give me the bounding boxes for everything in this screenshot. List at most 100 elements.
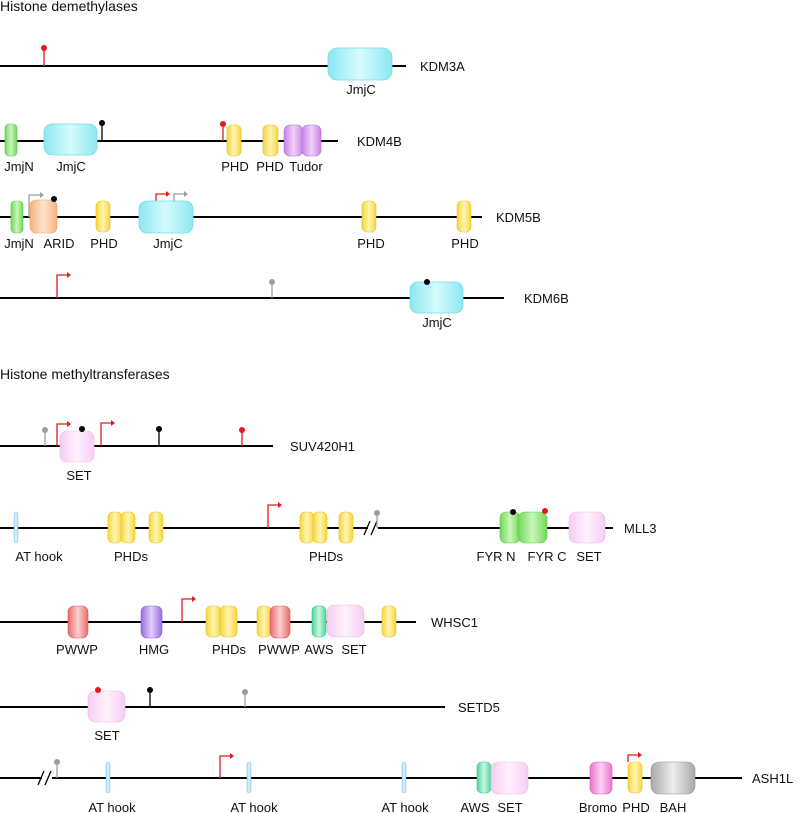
domain-label: SET: [94, 728, 119, 743]
domain-phd: [226, 124, 242, 157]
transcript-arrow-red: [56, 421, 71, 446]
domain-fyr-n: [499, 511, 521, 544]
domain-pwwp: [269, 605, 291, 639]
domain-phd: [381, 605, 397, 638]
domain-phd: [627, 761, 643, 794]
transcript-arrow-red: [155, 191, 170, 201]
gene-name: KDM6B: [524, 291, 569, 306]
domain-label: AWS: [304, 642, 333, 657]
domain-phd: [205, 605, 222, 638]
domain-jmjn: [4, 123, 18, 157]
domain-label: JmjC: [56, 159, 86, 174]
transcript-arrow-red: [56, 272, 71, 298]
gene-track-ash1l: AT hook AT hook AT hook AWS SET Bromo PH…: [0, 752, 793, 813]
mutation-lollipop-black: [99, 120, 105, 141]
domain-label: PHD: [622, 800, 649, 813]
domain-jmjc: [327, 47, 393, 81]
domain-phd: [219, 605, 238, 638]
domain-label: FYR N: [477, 549, 516, 564]
domain-label: PHD: [357, 236, 384, 251]
domain-label: JmjC: [346, 82, 376, 97]
domain-jmjc: [409, 281, 464, 314]
transcript-arrow-red: [219, 753, 234, 778]
domain-label: AT hook: [88, 800, 136, 813]
gene-name: KDM5B: [496, 210, 541, 225]
mutation-lollipop-black: [51, 196, 57, 202]
domain-label: AT hook: [230, 800, 278, 813]
section-title-demethylases: Histone demethylases: [0, 0, 138, 14]
domain-tudor: [301, 124, 322, 157]
transcript-arrow-gray: [28, 192, 44, 217]
mutation-lollipop-black: [510, 509, 516, 515]
domain-label: HMG: [139, 642, 169, 657]
domain-phd: [361, 200, 377, 233]
mutation-lollipop-red: [95, 687, 101, 693]
domain-label: Tudor: [289, 159, 323, 174]
domain-set: [59, 430, 95, 463]
domain-phd: [148, 511, 164, 544]
domain-tudor: [283, 124, 304, 157]
domain-label: Bromo: [579, 800, 617, 813]
domain-at-hook: [13, 511, 19, 544]
domain-bah: [650, 761, 696, 795]
domain-phd: [312, 511, 328, 544]
domain-phd: [107, 511, 123, 544]
gene-track-kdm5b: JmjN ARID PHD JmjC PHD PHD KDM5B: [0, 191, 541, 251]
mutation-lollipop-gray: [374, 510, 380, 528]
domain-label: JmjC: [153, 236, 183, 251]
domain-jmjn: [10, 200, 24, 234]
mutation-lollipop-black: [79, 426, 85, 432]
domain-jmjc: [43, 123, 98, 156]
domain-label: PHD: [90, 236, 117, 251]
domain-label: PHDs: [114, 549, 148, 564]
gene-name: MLL3: [624, 521, 657, 536]
mutation-lollipop-black: [147, 687, 153, 707]
mutation-lollipop-red: [239, 427, 245, 446]
domain-label: AT hook: [15, 549, 63, 564]
domain-label: AWS: [460, 800, 489, 813]
transcript-arrow-red: [181, 596, 196, 622]
domain-label: JmjN: [4, 159, 34, 174]
domain-fyr-c: [517, 511, 548, 544]
domain-aws: [311, 605, 327, 638]
gene-track-kdm3a: JmjC KDM3A: [0, 45, 465, 97]
gene-track-kdm4b: JmjN JmjC PHD PHD Tudor KDM4B: [0, 120, 402, 174]
domain-label: SET: [341, 642, 366, 657]
domain-label: PWWP: [258, 642, 300, 657]
section-title-methyltransferases: Histone methyltransferases: [0, 366, 170, 382]
transcript-arrow-red: [627, 752, 642, 762]
domain-label: PHD: [451, 236, 478, 251]
mutation-lollipop-red: [220, 121, 226, 141]
gene-name: KDM4B: [357, 134, 402, 149]
domain-phd: [299, 511, 315, 544]
mutation-lollipop-red: [41, 45, 47, 66]
gene-name: ASH1L: [752, 771, 793, 786]
domain-phd: [338, 511, 354, 544]
domain-set: [568, 511, 606, 544]
domain-label: AT hook: [381, 800, 429, 813]
mutation-lollipop-black: [156, 426, 162, 446]
domain-at-hook: [401, 761, 407, 794]
domain-label: PHDs: [309, 549, 343, 564]
domain-label: PWWP: [56, 642, 98, 657]
domain-at-hook: [246, 761, 252, 794]
domain-label: PHD: [221, 159, 248, 174]
transcript-arrow-gray: [173, 191, 188, 201]
gene-name: WHSC1: [431, 615, 478, 630]
domain-phd: [256, 605, 272, 638]
domain-set: [490, 761, 529, 795]
gene-track-whsc1: PWWP HMG PHDs PWWP AWS SET WHSC1: [0, 596, 478, 657]
domain-label: SET: [576, 549, 601, 564]
domain-label: PHD: [256, 159, 283, 174]
domain-hmg: [140, 605, 163, 639]
domain-arid: [29, 199, 58, 234]
domain-label: PHDs: [212, 642, 246, 657]
domain-phd: [262, 124, 279, 157]
gene-track-setd5: SET SETD5: [0, 687, 500, 743]
gene-name: SETD5: [458, 700, 500, 715]
gene-track-kdm6b: JmjC KDM6B: [0, 272, 569, 330]
domain-jmjc: [138, 200, 194, 234]
axis-break-icon: [37, 770, 52, 786]
gene-name: KDM3A: [420, 59, 465, 74]
